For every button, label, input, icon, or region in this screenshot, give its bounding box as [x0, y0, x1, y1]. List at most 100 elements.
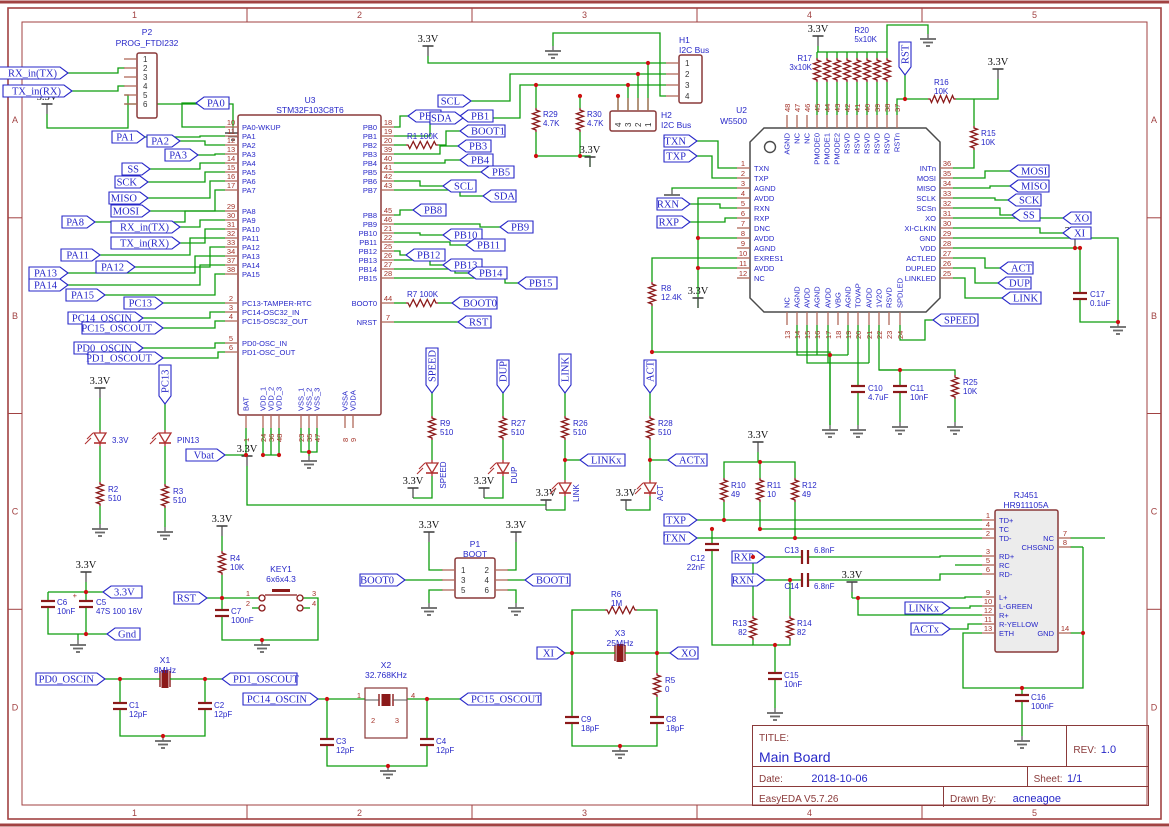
- sheet-cell[interactable]: Sheet: 1/1: [1028, 767, 1148, 786]
- resistor-R2[interactable]: [94, 482, 106, 506]
- net-flag-PA0[interactable]: PA0: [195, 96, 230, 110]
- net-flag-RXP[interactable]: RXP: [656, 215, 691, 229]
- net-flag-LINKx[interactable]: LINKx: [904, 601, 951, 615]
- net-flag-SCK[interactable]: SCK: [1007, 193, 1042, 207]
- sheet-value[interactable]: 1/1: [1066, 773, 1083, 785]
- drawn-by-value[interactable]: acneagoe: [1012, 793, 1061, 805]
- resistor-R25[interactable]: [949, 375, 961, 399]
- power-3v3-symbol[interactable]: 3.3V: [419, 520, 440, 542]
- component-U3[interactable]: 10PA0-WKUP11PA112PA213PA314PA415PA516PA6…: [225, 114, 394, 442]
- pushbutton-KEY1[interactable]: [252, 589, 310, 612]
- ground-symbol[interactable]: [155, 736, 171, 749]
- net-flag-PB5[interactable]: PB5: [480, 165, 515, 179]
- power-3v3-symbol[interactable]: 3.3V: [403, 476, 424, 498]
- power-3v3-symbol[interactable]: 3.3V: [536, 488, 557, 510]
- net-flag-PB12[interactable]: PB12: [405, 248, 446, 262]
- net-flag-PA15[interactable]: PA15: [65, 288, 106, 302]
- ground-symbol[interactable]: [892, 422, 908, 435]
- net-flag-MOSI[interactable]: MOSI: [1009, 164, 1050, 178]
- net-flag-Gnd[interactable]: Gnd: [106, 627, 141, 641]
- net-flag-RXN[interactable]: RXN: [656, 197, 691, 211]
- crystal-X2[interactable]: [364, 687, 408, 739]
- net-flag-DUP[interactable]: DUP: [997, 276, 1032, 290]
- resistor-R20[interactable]: [861, 58, 873, 82]
- drawn-by-cell[interactable]: Drawn By: acneagoe: [944, 787, 1148, 807]
- net-flag-BOOT0[interactable]: BOOT0: [359, 573, 406, 587]
- resistor-R9[interactable]: [426, 416, 438, 440]
- net-flag-DUP[interactable]: DUP: [496, 359, 510, 394]
- net-flag-PB8[interactable]: PB8: [412, 203, 447, 217]
- power-3v3-symbol[interactable]: 3.3V: [76, 560, 97, 582]
- resistor-R1[interactable]: [406, 140, 438, 150]
- resistor-R20[interactable]: [851, 58, 863, 82]
- net-flag-RXN[interactable]: RXN: [731, 573, 766, 587]
- ground-symbol[interactable]: [767, 708, 783, 721]
- ground-symbol[interactable]: [508, 603, 524, 616]
- net-flag-SPEED[interactable]: SPEED: [932, 313, 979, 327]
- led-PIN13[interactable]: [149, 430, 173, 446]
- net-flag-PA8[interactable]: PA8: [61, 215, 96, 229]
- resistor-R20[interactable]: [871, 58, 883, 82]
- net-flag-PA12[interactable]: PA12: [95, 260, 136, 274]
- ground-symbol[interactable]: [920, 34, 936, 47]
- ground-symbol[interactable]: [1014, 736, 1030, 749]
- ground-symbol[interactable]: [157, 527, 173, 540]
- capacitor-C16[interactable]: [1015, 693, 1029, 703]
- net-flag-RX_in_TX_[interactable]: RX_in(TX): [110, 220, 181, 234]
- ground-symbol[interactable]: [850, 425, 866, 438]
- net-flag-3.3V[interactable]: 3.3V: [102, 585, 143, 599]
- net-flag-XI[interactable]: XI: [1062, 226, 1092, 240]
- date-cell[interactable]: Date: 2018-10-06: [753, 767, 1028, 786]
- resistor-R10[interactable]: [718, 478, 730, 502]
- resistor-R20[interactable]: [841, 58, 853, 82]
- net-flag-PA1[interactable]: PA1: [111, 130, 146, 144]
- net-flag-ACTx[interactable]: ACTx: [910, 622, 951, 636]
- resistor-R17[interactable]: [821, 58, 833, 82]
- net-flag-PC15_OSCOUT[interactable]: PC15_OSCOUT: [459, 692, 542, 706]
- capacitor-C10[interactable]: [851, 384, 865, 394]
- capacitor-C13[interactable]: [800, 550, 810, 564]
- date-value[interactable]: 2018-10-06: [811, 773, 868, 785]
- power-3v3-symbol[interactable]: 3.3V: [688, 286, 709, 308]
- net-flag-BOOT0[interactable]: BOOT0: [451, 296, 498, 310]
- resistor-R12[interactable]: [789, 478, 801, 502]
- resistor-R4[interactable]: [216, 551, 228, 575]
- net-flag-PD1_OSCOUT[interactable]: PD1_OSCOUT: [221, 672, 300, 686]
- title-cell[interactable]: TITLE: Main Board: [753, 726, 1068, 766]
- net-flag-TXN[interactable]: TXN: [663, 531, 698, 545]
- net-flag-PA13[interactable]: PA13: [28, 266, 69, 280]
- net-flag-XI[interactable]: XI: [536, 646, 566, 660]
- net-flag-PB4[interactable]: PB4: [459, 153, 494, 167]
- resistor-R6[interactable]: [605, 605, 637, 615]
- resistor-R3[interactable]: [159, 484, 171, 508]
- ground-symbol[interactable]: [947, 422, 963, 435]
- led-ACT[interactable]: [634, 480, 658, 496]
- sheet-title[interactable]: Main Board: [759, 749, 831, 765]
- capacitor-C2[interactable]: [198, 701, 212, 711]
- net-flag-PB15[interactable]: PB15: [517, 276, 558, 290]
- resistor-R5[interactable]: [651, 673, 663, 697]
- resistor-R17[interactable]: [831, 58, 843, 82]
- resistor-R11[interactable]: [754, 478, 766, 502]
- net-flag-PB13[interactable]: PB13: [442, 258, 483, 272]
- net-flag-BOOT1[interactable]: BOOT1: [459, 124, 506, 138]
- net-flag-PA3[interactable]: PA3: [164, 148, 199, 162]
- crystal-X3[interactable]: [613, 644, 627, 662]
- resistor-R26[interactable]: [559, 416, 571, 440]
- net-flag-TXN[interactable]: TXN: [663, 134, 698, 148]
- capacitor-C1[interactable]: [113, 701, 127, 711]
- power-3v3-symbol[interactable]: 3.3V: [506, 520, 527, 542]
- net-flag-SPEED[interactable]: SPEED: [425, 347, 439, 394]
- net-flag-PB10[interactable]: PB10: [442, 228, 483, 242]
- net-flag-SCL[interactable]: SCL: [437, 94, 472, 108]
- net-flag-PC13[interactable]: PC13: [123, 296, 164, 310]
- net-flag-PD0_OSCIN[interactable]: PD0_OSCIN: [35, 672, 106, 686]
- capacitor-C12[interactable]: [705, 542, 719, 552]
- net-flag-PB11[interactable]: PB11: [465, 238, 506, 252]
- net-flag-TX_in_RX_[interactable]: TX_in(RX): [110, 236, 181, 250]
- component-U2[interactable]: 1TXN2TXP3AGND4AVDD5RXN6RXP7DNC8AVDD9AGND…: [737, 104, 953, 339]
- net-flag-PB3[interactable]: PB3: [457, 139, 492, 153]
- net-flag-PB14[interactable]: PB14: [467, 266, 508, 280]
- net-flag-PA2[interactable]: PA2: [146, 134, 181, 148]
